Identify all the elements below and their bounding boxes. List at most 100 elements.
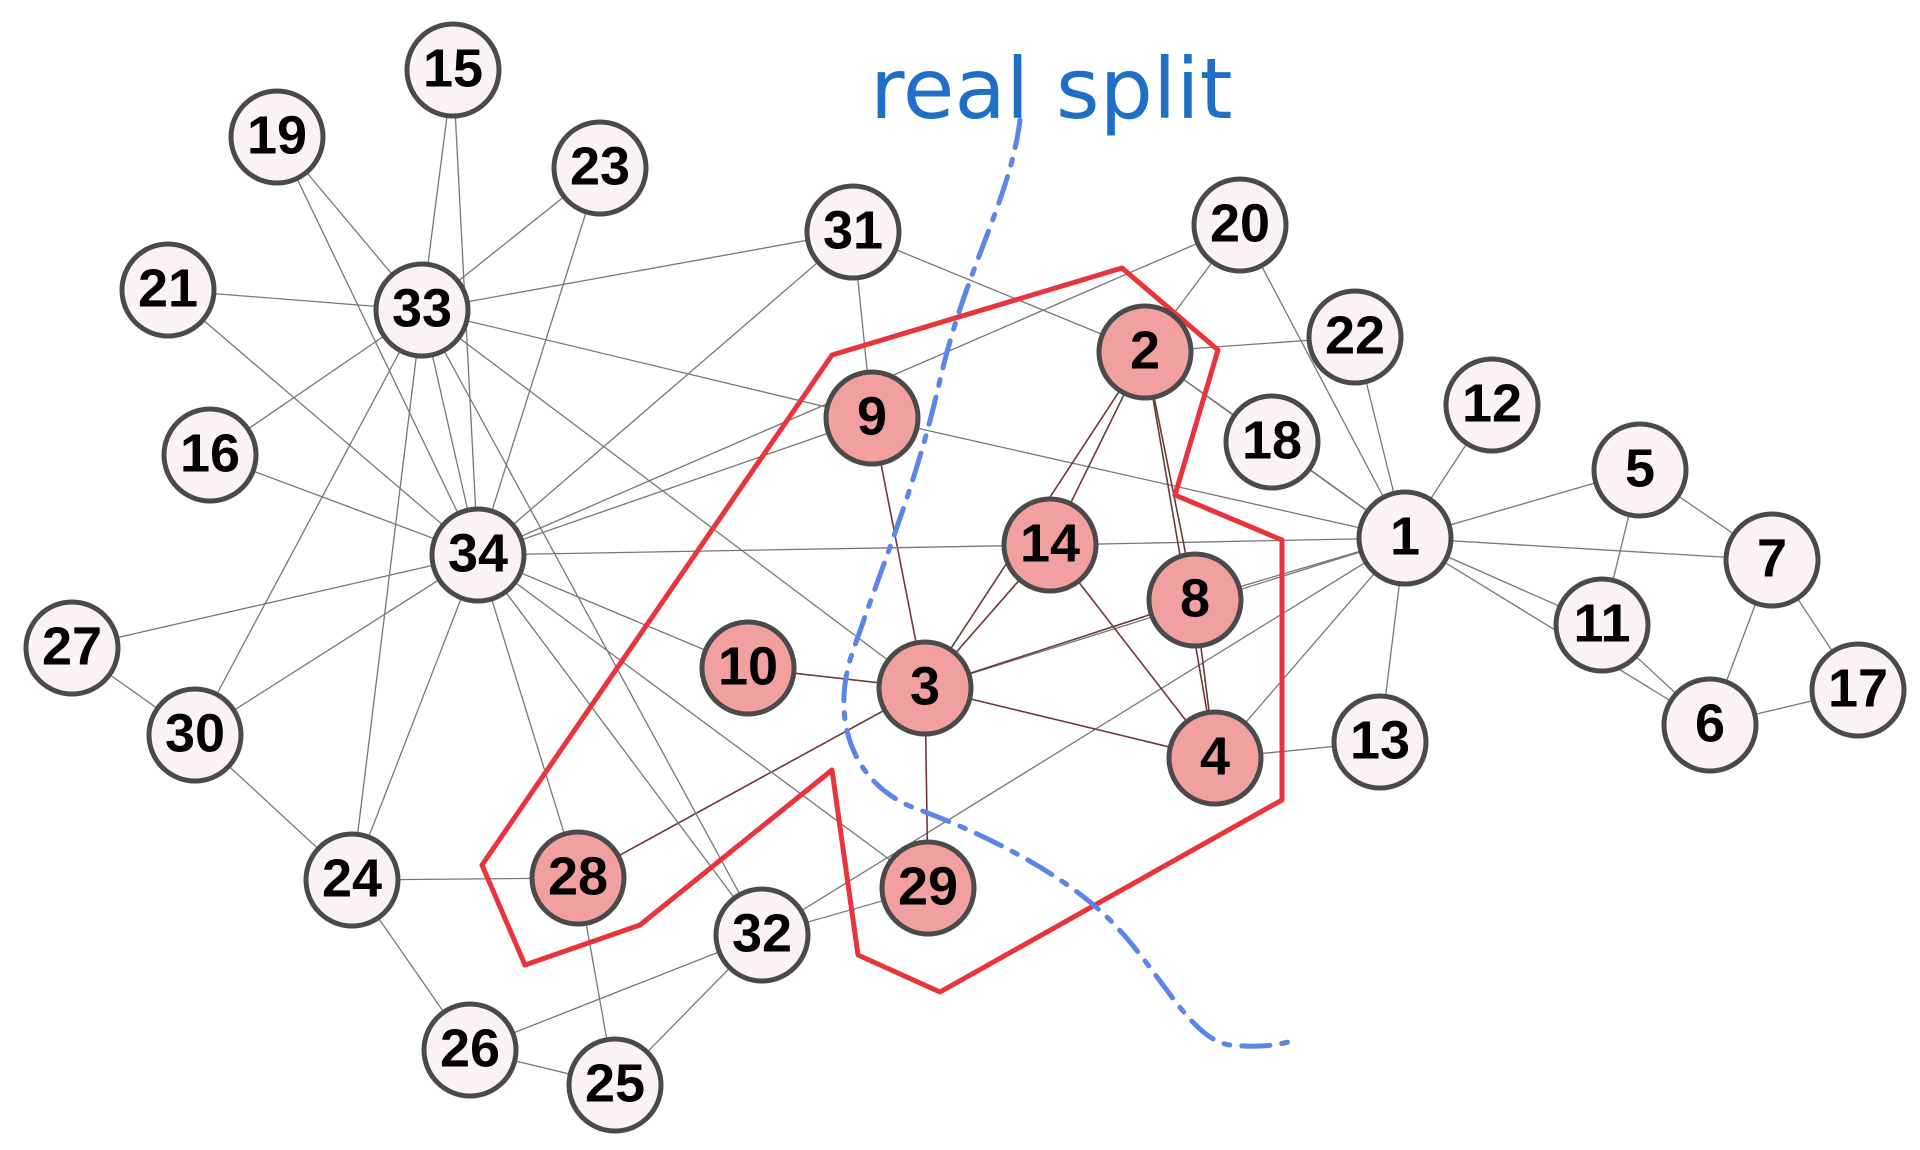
edge-24-34	[351, 554, 479, 881]
node-25: 25	[566, 1036, 664, 1134]
node-circle	[823, 369, 921, 467]
edge-10-34	[477, 554, 749, 669]
edge-31-33	[421, 231, 854, 311]
node-label: 31	[823, 200, 883, 260]
edge-3-4	[924, 687, 1216, 759]
node-18: 18	[1223, 393, 1321, 491]
node-circle	[804, 183, 902, 281]
node-33: 33	[373, 261, 471, 359]
edge-1-20	[1239, 224, 1406, 539]
node-1: 1	[1356, 489, 1454, 587]
node-circle	[421, 1001, 519, 1099]
edge-30-33	[194, 309, 423, 736]
node-label: 11	[1573, 593, 1630, 653]
node-10: 10	[699, 619, 797, 717]
edge-1-32	[761, 537, 1406, 936]
node-circle	[551, 119, 649, 217]
node-31: 31	[804, 183, 902, 281]
node-5: 5	[1591, 421, 1689, 519]
node-label: 9	[857, 386, 887, 446]
edge-27-34	[71, 554, 479, 649]
node-6: 6	[1661, 676, 1759, 774]
real-split-caption: real split	[870, 40, 1233, 138]
node-circle	[699, 619, 797, 717]
node-29: 29	[879, 839, 977, 937]
node-circle	[1223, 393, 1321, 491]
node-label: 17	[1828, 658, 1888, 718]
node-17: 17	[1809, 641, 1907, 739]
node-circle	[713, 886, 811, 984]
edge-30-34	[194, 554, 479, 736]
node-label: 34	[448, 523, 508, 583]
node-circle	[23, 599, 121, 697]
node-16: 16	[161, 406, 259, 504]
edge-2-31	[852, 231, 1146, 353]
node-27: 27	[23, 599, 121, 697]
node-label: 15	[423, 38, 483, 98]
node-circle	[1553, 576, 1651, 674]
node-label: 16	[180, 423, 240, 483]
node-label: 25	[585, 1053, 645, 1113]
edge-28-34	[477, 554, 579, 879]
node-label: 26	[440, 1018, 500, 1078]
edge-21-34	[167, 289, 479, 556]
node-circle	[1331, 693, 1429, 791]
node-26: 26	[421, 1001, 519, 1099]
node-32: 32	[713, 886, 811, 984]
node-label: 24	[322, 848, 382, 908]
node-24: 24	[303, 831, 401, 929]
node-28: 28	[529, 829, 627, 927]
node-circle	[1356, 489, 1454, 587]
node-circle	[1591, 421, 1689, 519]
edge-1-9	[871, 417, 1406, 539]
node-circle	[1166, 709, 1264, 807]
node-label: 27	[42, 616, 102, 676]
node-circle	[373, 261, 471, 359]
edge-23-34	[477, 167, 601, 556]
node-label: 2	[1130, 320, 1160, 380]
edge-14-34	[477, 544, 1051, 556]
node-label: 10	[718, 636, 778, 696]
node-30: 30	[146, 686, 244, 784]
node-label: 33	[392, 278, 452, 338]
node-label: 12	[1462, 373, 1522, 433]
node-label: 4	[1200, 726, 1230, 786]
node-circle	[1001, 496, 1099, 594]
node-label: 28	[548, 846, 608, 906]
node-circle	[1096, 303, 1194, 401]
node-circle	[303, 831, 401, 929]
node-3: 3	[876, 639, 974, 737]
nodes-layer: 1234567891011121314151617181920212223242…	[23, 21, 1907, 1134]
node-label: 23	[570, 136, 630, 196]
node-label: 22	[1325, 305, 1385, 365]
node-15: 15	[404, 21, 502, 119]
node-13: 13	[1331, 693, 1429, 791]
node-circle	[1306, 288, 1404, 386]
node-label: 1	[1390, 506, 1420, 566]
edge-31-34	[477, 231, 854, 556]
community-outline	[479, 265, 1285, 995]
node-circle	[529, 829, 627, 927]
edge-1-7	[1404, 537, 1773, 561]
real-split-line	[841, 117, 1298, 1049]
node-label: 18	[1242, 410, 1302, 470]
node-12: 12	[1443, 356, 1541, 454]
edges-layer	[71, 69, 1859, 1086]
edge-19-34	[276, 136, 479, 556]
node-circle	[1146, 551, 1244, 649]
edge-9-34	[477, 417, 873, 556]
edge-29-34	[477, 554, 929, 889]
node-label: 19	[247, 105, 307, 165]
node-label: 5	[1625, 438, 1655, 498]
node-11: 11	[1553, 576, 1651, 674]
node-circle	[228, 88, 326, 186]
node-2: 2	[1096, 303, 1194, 401]
node-circle	[161, 406, 259, 504]
node-label: 20	[1210, 193, 1270, 253]
node-19: 19	[228, 88, 326, 186]
node-21: 21	[119, 241, 217, 339]
node-20: 20	[1191, 176, 1289, 274]
node-label: 3	[910, 656, 940, 716]
